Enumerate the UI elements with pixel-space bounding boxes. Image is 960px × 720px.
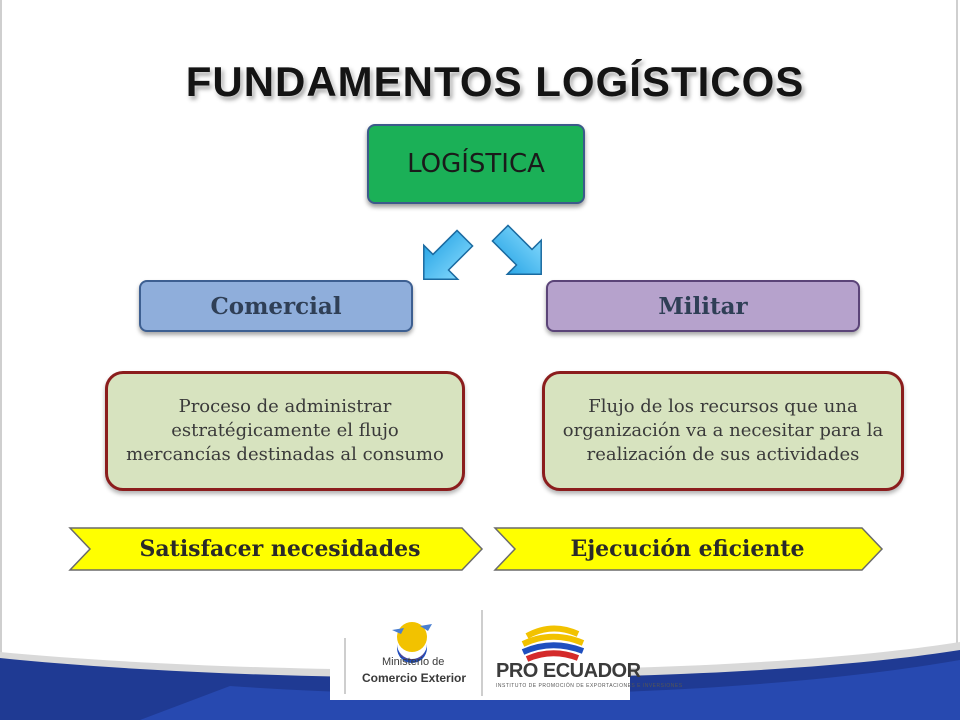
category-military: Militar [546, 280, 860, 332]
pro-ecuador-logo-icon [521, 625, 585, 662]
category-commercial-label: Comercial [210, 292, 342, 320]
ministry-logo-line2: Comercio Exterior [362, 671, 467, 685]
category-military-label: Militar [658, 292, 748, 320]
outcome-commercial: Satisfacer necesidades [139, 536, 421, 562]
slide-title: FUNDAMENTOS LOGÍSTICOS [185, 58, 805, 105]
outcome-chevron-left [68, 527, 484, 571]
pro-ecuador-logo-name: PRO ECUADOR [496, 660, 641, 682]
root-node: LOGÍSTICA [367, 124, 585, 204]
ministry-logo-line1: Ministerio de [382, 656, 445, 668]
pro-ecuador-logo-subtitle: INSTITUTO DE PROMOCIÓN DE EXPORTACIONES … [496, 683, 683, 689]
description-commercial: Proceso de administrar estratégicamente … [105, 371, 465, 491]
description-military-text: Flujo de los recursos que una organizaci… [562, 396, 884, 465]
root-label: LOGÍSTICA [407, 149, 545, 179]
footer-band [0, 608, 960, 720]
arrow-left-icon [423, 229, 474, 280]
description-military: Flujo de los recursos que una organizaci… [542, 371, 904, 491]
outcome-military: Ejecución eficiente [570, 536, 805, 562]
description-commercial-text: Proceso de administrar estratégicamente … [126, 396, 444, 465]
outcome-chevron-right [493, 527, 884, 571]
arrow-right-icon [491, 224, 542, 275]
category-commercial: Comercial [139, 280, 413, 332]
ministry-logo-icon [392, 622, 432, 663]
